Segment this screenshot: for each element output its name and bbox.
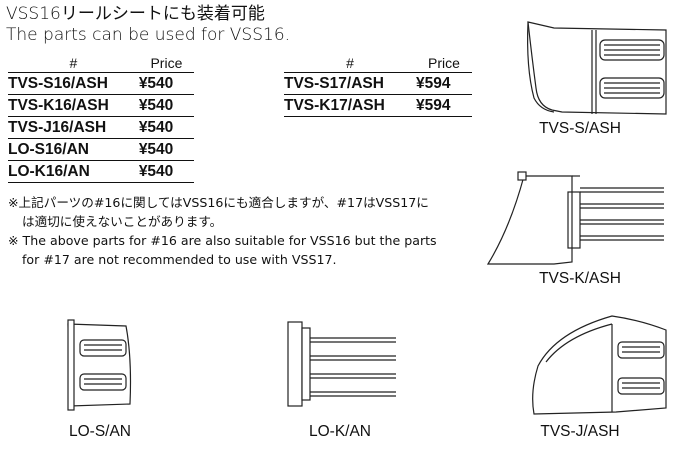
- lo-s-drawing: [67, 319, 132, 411]
- price-value: ¥540: [138, 94, 194, 117]
- price-table-17: # Price TVS-S17/ASH¥594 TVS-K17/ASH¥594: [284, 53, 472, 117]
- table-row: TVS-K17/ASH¥594: [284, 94, 472, 117]
- heading-japanese: VSS16リールシートにも装着可能: [6, 4, 265, 24]
- table-header-row: # Price: [8, 53, 194, 73]
- price-value: ¥540: [138, 116, 194, 139]
- caption-lo-k: LO-K/AN: [308, 423, 371, 440]
- price-value: ¥594: [416, 94, 472, 117]
- lo-k-drawing: [287, 321, 396, 407]
- tvs-j-drawing: [532, 315, 667, 415]
- heading-english: The parts can be used for VSS16.: [6, 25, 291, 45]
- price-table-16: # Price TVS-S16/ASH¥540 TVS-K16/ASH¥540 …: [8, 53, 194, 183]
- part-number: TVS-S16/ASH: [8, 72, 139, 95]
- caption-lo-s: LO-S/AN: [68, 423, 131, 440]
- part-number: TVS-K16/ASH: [8, 94, 139, 117]
- table-row: TVS-S17/ASH¥594: [284, 72, 472, 95]
- part-number: TVS-S17/ASH: [284, 72, 416, 95]
- table-header-row: # Price: [284, 53, 472, 73]
- caption-tvs-s: TVS-S/ASH: [539, 120, 621, 137]
- note-japanese-line1: ※上記パーツの#16に関してはVSS16にも適合しますが、#17はVSS17に: [8, 195, 429, 210]
- table-row: LO-S16/AN¥540: [8, 138, 194, 161]
- tvs-s-drawing: [527, 21, 667, 115]
- part-number: TVS-J16/ASH: [8, 116, 139, 139]
- note-japanese-line2: は適切に使えないことがあります。: [22, 214, 223, 229]
- table-row: TVS-J16/ASH¥540: [8, 116, 194, 139]
- price-value: ¥594: [416, 72, 472, 95]
- price-value: ¥540: [138, 160, 194, 183]
- price-value: ¥540: [138, 138, 194, 161]
- part-number: LO-S16/AN: [8, 138, 139, 161]
- tvs-k-drawing: [486, 171, 664, 265]
- column-header-part: #: [8, 53, 139, 73]
- part-number: LO-K16/AN: [8, 160, 139, 183]
- column-header-price: Price: [416, 53, 472, 73]
- table-row: TVS-K16/ASH¥540: [8, 94, 194, 117]
- caption-tvs-k: TVS-K/ASH: [539, 270, 621, 287]
- caption-tvs-j: TVS-J/ASH: [540, 423, 620, 440]
- note-english-line2: for #17 are not recommended to use with …: [22, 252, 337, 267]
- column-header-price: Price: [138, 53, 194, 73]
- part-number: TVS-K17/ASH: [284, 94, 416, 117]
- table-row: TVS-S16/ASH¥540: [8, 72, 194, 95]
- price-value: ¥540: [138, 72, 194, 95]
- column-header-part: #: [284, 53, 416, 73]
- table-row: LO-K16/AN¥540: [8, 160, 194, 183]
- note-english-line1: ※ The above parts for #16 are also suita…: [8, 233, 437, 248]
